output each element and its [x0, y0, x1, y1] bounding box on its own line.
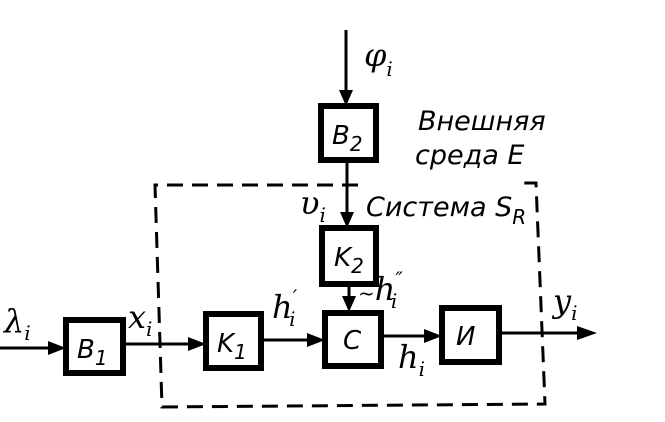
b1-to-k1-arrowhead — [188, 337, 206, 351]
svg-text:B1: B1 — [77, 335, 108, 370]
h-prime-label: h′i — [272, 285, 298, 331]
block-i: И — [439, 305, 502, 365]
c-to-i-arrowhead — [424, 329, 442, 343]
k1-to-c-arrowhead — [307, 333, 325, 347]
h-label: hi — [398, 338, 425, 381]
lambda-label: λi — [2, 302, 31, 345]
environment-line1: Внешняя — [418, 106, 546, 137]
phi-arrowhead — [339, 90, 353, 106]
environment-line2: среда E — [415, 140, 524, 171]
block-c: C — [322, 310, 384, 369]
lambda-arrowhead — [48, 341, 66, 355]
svg-text:B2: B2 — [332, 121, 363, 156]
y-label: yi — [551, 282, 577, 325]
phi-label: φi — [364, 36, 393, 81]
output-arrowhead — [577, 326, 597, 340]
block-b1: B1 — [63, 317, 126, 376]
k2-to-c-arrowhead — [342, 296, 356, 312]
block-k2: K2 — [319, 225, 379, 287]
svg-text:C: C — [343, 326, 362, 356]
h-double-prime-label: ~h″i — [358, 267, 403, 313]
system-boundary — [153, 181, 547, 409]
x-label: xi — [128, 298, 152, 341]
block-k1: K1 — [203, 311, 264, 371]
v-label: υi — [300, 184, 326, 227]
system-label: Система SR — [366, 192, 526, 229]
svg-text:И: И — [456, 322, 475, 352]
svg-text:K2: K2 — [334, 243, 364, 278]
block-b2: B2 — [318, 103, 379, 163]
svg-text:K1: K1 — [217, 329, 247, 364]
b2-to-k2-arrowhead — [340, 212, 354, 228]
